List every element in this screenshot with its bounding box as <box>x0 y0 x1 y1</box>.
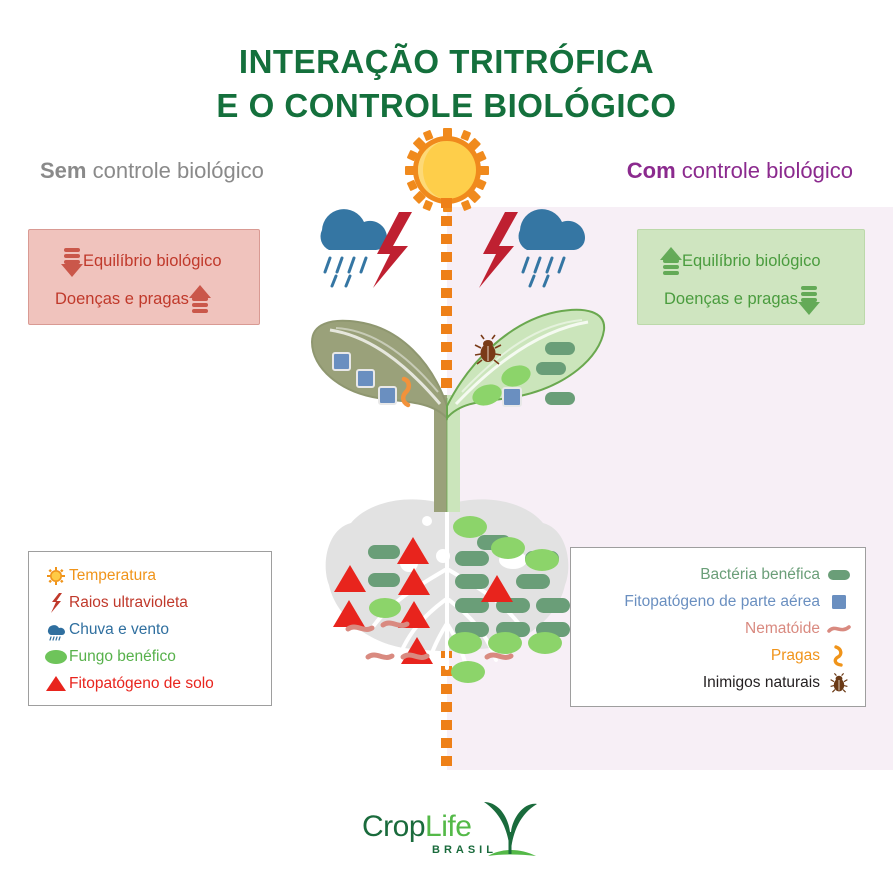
rain-cloud-icon-left <box>320 209 388 288</box>
legend-label-chuva-e-vento: Chuva e vento <box>69 620 169 638</box>
status-row-doencas-right: Doenças e pragas <box>664 284 820 315</box>
legend-label-inimigos-naturais: Inimigos naturais <box>702 673 820 691</box>
status-row-equilibrio-left: Equilíbrio biológico <box>61 246 222 277</box>
green-diamond-icon <box>43 649 69 665</box>
status-label-doencas-right: Doenças e pragas <box>664 289 798 308</box>
logo-wordmark: CropLife <box>362 810 472 844</box>
sprout-icon <box>484 802 537 856</box>
arrow-up-icon <box>188 284 211 314</box>
bacteria-capsule-icon <box>826 569 852 581</box>
legend-biotic-agents: Bactéria benéfica Fitopatógeno de parte … <box>570 547 866 707</box>
status-label-equilibrio-right: Equilíbrio biológico <box>682 251 821 270</box>
rain-cloud-icon <box>43 619 69 641</box>
beetle-icon <box>826 672 852 693</box>
title-line-2: E O CONTROLE BIOLÓGICO <box>216 86 677 124</box>
legend-item-bacteria-benefica: Bactéria benéfica <box>571 561 865 588</box>
status-label-equilibrio-left: Equilíbrio biológico <box>83 251 222 270</box>
legend-label-raios-ultravioleta: Raios ultravioleta <box>69 593 188 611</box>
heading-with-biocontrol: Com controle biológico <box>627 158 853 184</box>
plant-stem <box>434 395 460 512</box>
legend-label-nematoide: Nematóide <box>745 619 820 637</box>
status-row-doencas-left: Doenças e pragas <box>55 284 211 314</box>
logo-brasil-text: BRASIL <box>432 844 497 856</box>
heading-right-rest: controle biológico <box>675 158 853 183</box>
legend-item-temperatura: Temperatura <box>29 562 271 589</box>
pest-larva-icon <box>826 644 852 667</box>
logo-life-text: Life <box>425 810 472 843</box>
legend-item-inimigos-naturais: Inimigos naturais <box>571 669 865 696</box>
rain-cloud-icon-right <box>518 209 586 288</box>
legend-item-fitopatogeno-de-solo: Fitopatógeno de solo <box>29 670 271 697</box>
arrow-down-icon <box>797 284 820 315</box>
legend-item-raios-ultravioleta: Raios ultravioleta <box>29 589 271 616</box>
heading-left-strong: Sem <box>40 158 87 183</box>
leaf-left-markers <box>332 352 411 408</box>
arrow-up-icon <box>660 246 682 276</box>
status-row-equilibrio-right: Equilíbrio biológico <box>660 246 821 276</box>
legend-item-fitopatogeno-parte-aerea: Fitopatógeno de parte aérea <box>571 588 865 615</box>
red-triangle-icon <box>43 675 69 692</box>
root-right-markers <box>448 516 570 683</box>
lightning-bolt-icon-left <box>373 212 412 288</box>
status-box-without-biocontrol: Equilíbrio biológico Doenças e pragas <box>28 229 260 325</box>
legend-label-fitopatogeno-parte-aerea: Fitopatógeno de parte aérea <box>624 592 820 610</box>
status-box-with-biocontrol: Equilíbrio biológico Doenças e pragas <box>637 229 865 325</box>
leaf-right-markers <box>472 334 575 407</box>
nematode-squiggle-icon <box>826 622 852 636</box>
beetle-icon <box>474 334 502 365</box>
root-left-markers <box>333 537 433 664</box>
legend-label-pragas: Pragas <box>770 646 820 664</box>
healthy-leaf-icon <box>446 308 606 421</box>
title-line-1: INTERAÇÃO TRITRÓFICA <box>238 43 655 80</box>
sun-icon <box>43 566 69 585</box>
legend-abiotic-and-soil: Temperatura Raios ultravioleta <box>28 551 272 706</box>
blue-square-icon <box>826 594 852 610</box>
legend-item-fungo-benefico: Fungo benéfico <box>29 643 271 670</box>
legend-label-bacteria-benefica: Bactéria benéfica <box>700 565 820 583</box>
legend-label-fitopatogeno-de-solo: Fitopatógeno de solo <box>69 674 214 692</box>
legend-item-chuva-e-vento: Chuva e vento <box>29 616 271 643</box>
arrow-down-icon <box>61 246 83 277</box>
legend-label-temperatura: Temperatura <box>69 566 157 584</box>
heading-without-biocontrol: Sem controle biológico <box>40 158 264 184</box>
page-title: INTERAÇÃO TRITRÓFICA E O CONTROLE BIOLÓG… <box>0 40 893 127</box>
sun-icon <box>405 128 489 212</box>
croplife-brasil-logo: CropLife BRASIL <box>362 802 537 864</box>
legend-label-fungo-benefico: Fungo benéfico <box>69 647 176 665</box>
lightning-bolt-icon <box>43 592 69 613</box>
legend-item-pragas: Pragas <box>571 642 865 669</box>
heading-right-strong: Com <box>626 158 676 183</box>
status-label-doencas-left: Doenças e pragas <box>55 289 189 308</box>
logo-crop-text: Crop <box>362 810 426 843</box>
legend-item-nematoide: Nematóide <box>571 615 865 642</box>
lightning-bolt-icon-right <box>479 212 518 288</box>
heading-left-rest: controle biológico <box>86 158 264 183</box>
